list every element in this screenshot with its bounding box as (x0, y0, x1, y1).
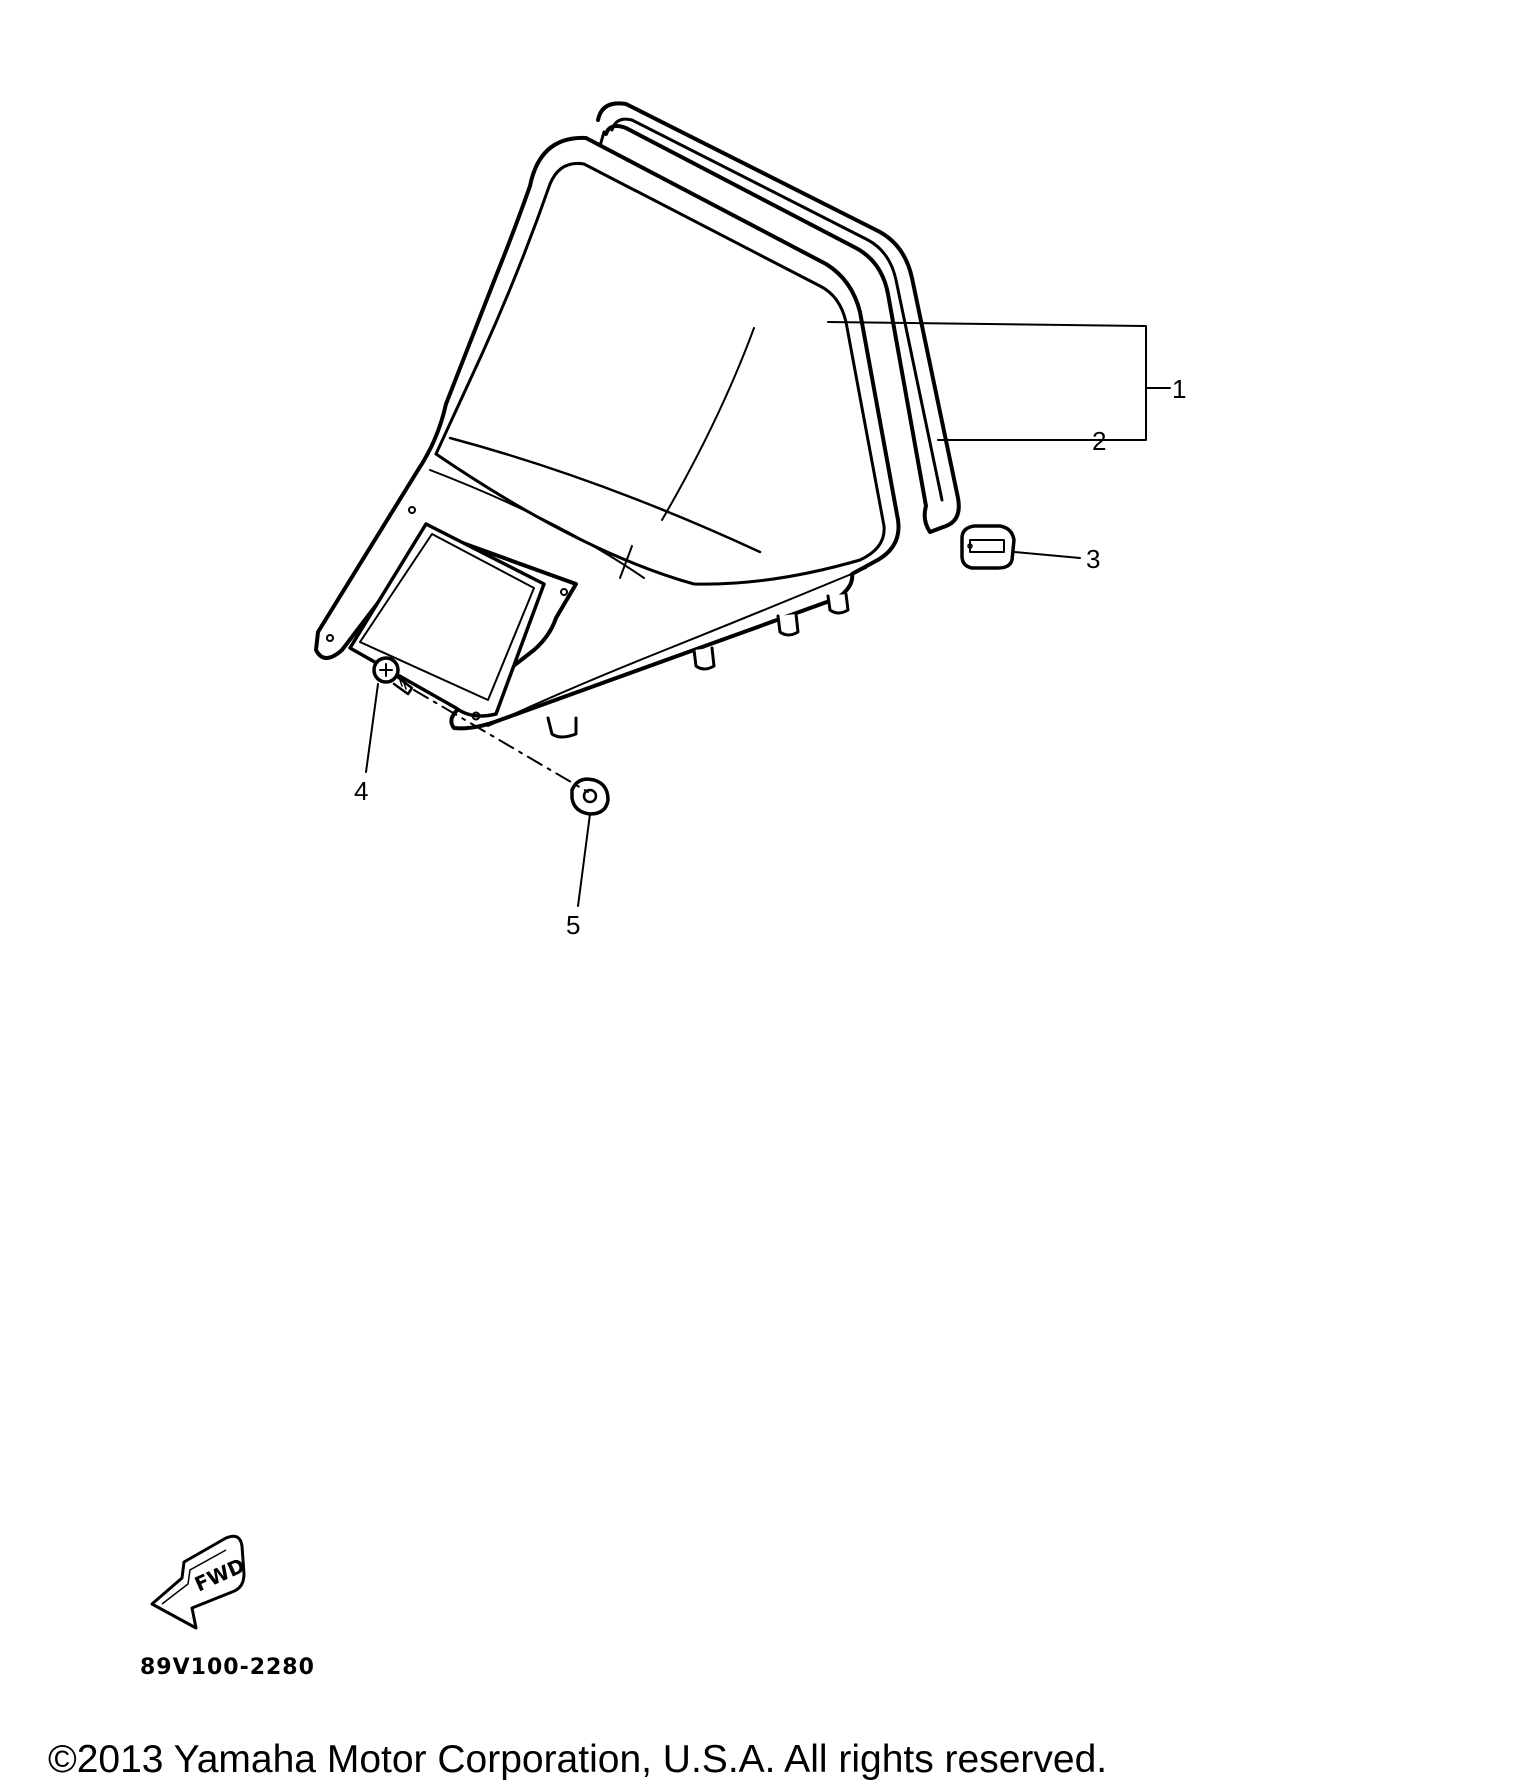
callout-3: 3 (1086, 544, 1100, 574)
windshield (314, 135, 901, 739)
callout-1: 1 (1172, 374, 1186, 404)
screw-part-4 (372, 656, 414, 696)
diagram-code: 89V100-2280 (140, 1655, 315, 1680)
copyright-notice: ©2013 Yamaha Motor Corporation, U.S.A. A… (48, 1738, 1108, 1781)
fwd-arrow-icon: FWD (150, 1534, 248, 1630)
callout-4: 4 (354, 776, 368, 806)
assembly-line (413, 689, 589, 793)
nut-part-5 (570, 777, 610, 816)
leader-lines (365, 321, 1171, 907)
clip-part-3 (960, 524, 1016, 570)
callout-5: 5 (566, 910, 580, 940)
callout-2: 2 (1092, 426, 1106, 456)
